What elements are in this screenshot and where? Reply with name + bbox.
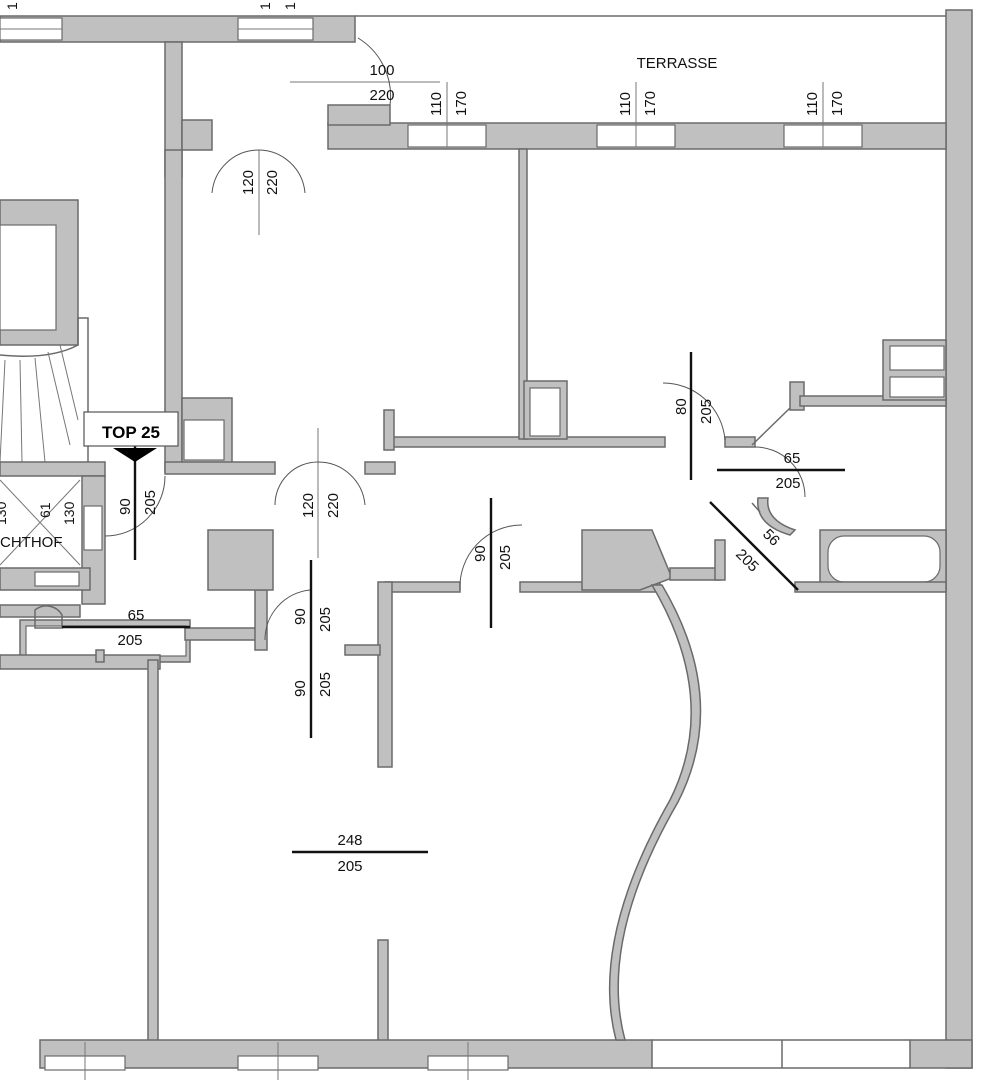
terrace-door-height: 220 xyxy=(369,87,394,104)
entry-door-height: 220 xyxy=(264,170,281,195)
window-2-width: 110 xyxy=(617,92,634,116)
wc-door-height: 205 xyxy=(117,632,142,649)
hall-wall-jamb xyxy=(383,409,395,451)
bar-diagonal xyxy=(709,501,799,591)
shaft-right-opening-1 xyxy=(889,345,945,371)
top-edge-label-b: 1 xyxy=(257,2,273,10)
bottom-partition xyxy=(377,939,389,1046)
hall-door1-height: 205 xyxy=(317,607,334,632)
window-1-width: 110 xyxy=(428,92,445,116)
dimension-bars xyxy=(62,352,845,854)
hall-wall-left xyxy=(164,461,276,475)
entry-door-width: 120 xyxy=(240,170,257,195)
top25-door-height: 205 xyxy=(142,490,159,515)
right-door-height: 205 xyxy=(698,399,715,424)
stair-outline xyxy=(0,317,89,462)
pillar-left xyxy=(207,529,274,591)
center-door-height: 220 xyxy=(325,493,342,518)
vestibule-jamb-left xyxy=(181,119,213,151)
wc-door-width: 65 xyxy=(128,607,145,624)
window-2-height: 170 xyxy=(642,91,659,116)
mid-door-width: 90 xyxy=(472,545,489,562)
top-edge-label-c: 1 xyxy=(282,2,298,10)
bottom-outer-wall xyxy=(39,1039,653,1069)
terrace-door-width: 100 xyxy=(369,62,394,79)
windows xyxy=(0,17,863,1080)
mid-door-height: 205 xyxy=(497,545,514,570)
window-3-width: 110 xyxy=(804,92,821,116)
top25-door-width: 90 xyxy=(117,498,134,515)
bath-wall-top xyxy=(799,395,947,407)
courtyard-door xyxy=(83,505,103,551)
courtyard-dim-c: 130 xyxy=(61,501,77,525)
hall-door2-height: 205 xyxy=(317,672,334,697)
walls xyxy=(0,9,973,1069)
hall-jamb-lower xyxy=(254,589,268,651)
bath-door-height: 205 xyxy=(775,475,800,492)
courtyard-dim-b: 61 xyxy=(37,502,53,518)
hall-wall-lower-left xyxy=(184,627,266,641)
bath-wall-bottom xyxy=(794,581,947,593)
unit-label-box xyxy=(83,411,179,447)
hall-wall-vertical xyxy=(377,581,393,768)
unit-label: TOP 25 xyxy=(102,423,160,442)
hall-door1-width: 90 xyxy=(292,608,309,625)
living-jamb-right xyxy=(714,539,726,581)
living-wall-stub xyxy=(669,567,721,581)
hall-door2-width: 90 xyxy=(292,680,309,697)
divider-shaft-opening xyxy=(529,387,561,437)
left-room-top-wall xyxy=(0,654,161,670)
courtyard-cross-2 xyxy=(0,479,81,566)
stair-treads xyxy=(0,344,79,463)
living-door-width: 248 xyxy=(337,832,362,849)
courtyard-window xyxy=(34,571,80,587)
shaft-opening xyxy=(183,419,225,461)
door-swings xyxy=(34,37,806,1041)
terrace-label: TERRASSE xyxy=(637,55,718,72)
staircase xyxy=(0,199,106,605)
hall-wall-stub xyxy=(364,461,396,475)
shaft-right-opening-2 xyxy=(889,376,945,398)
curved-wall xyxy=(608,584,702,1041)
bottom-wall-right xyxy=(909,1039,973,1069)
courtyard-wall-bottom xyxy=(0,604,81,618)
right-door-width: 80 xyxy=(673,398,690,415)
courtyard-wall-top xyxy=(0,461,106,477)
courtyard-label: CHTHOF xyxy=(0,534,63,551)
hall-wall-small xyxy=(344,644,381,656)
right-outer-wall xyxy=(945,9,973,1069)
bathtub xyxy=(827,535,941,583)
bath-wall-top-left xyxy=(724,436,756,448)
wc-room xyxy=(25,625,187,657)
living-wall-top-1 xyxy=(384,581,461,593)
window-1-height: 170 xyxy=(453,91,470,116)
window-3-height: 170 xyxy=(829,91,846,116)
unit-marker: TOP 25 xyxy=(83,411,179,462)
unit-marker-arrow xyxy=(113,448,157,462)
left-room-right-wall xyxy=(147,659,159,1046)
room-divider-upper xyxy=(518,148,528,440)
pillar-angled xyxy=(581,529,673,591)
courtyard-dim-a: 130 xyxy=(0,501,9,525)
stair-eye xyxy=(0,224,57,331)
center-door-width: 120 xyxy=(300,493,317,518)
facade-stub xyxy=(327,104,391,126)
top-edge-label-a: 1 xyxy=(4,2,20,10)
bath-door-width: 65 xyxy=(784,450,801,467)
living-door-height: 205 xyxy=(337,858,362,875)
